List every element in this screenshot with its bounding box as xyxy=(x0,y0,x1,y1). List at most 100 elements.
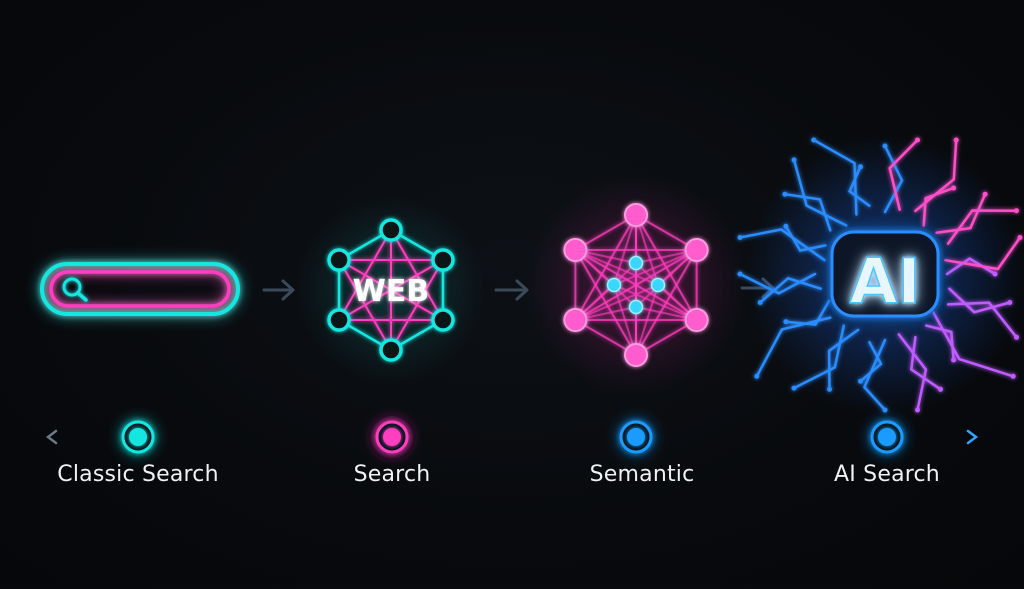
ai-trace xyxy=(784,299,831,326)
ai-trace xyxy=(827,328,860,391)
ai-trace-end xyxy=(791,385,797,391)
ai-trace-end xyxy=(915,137,920,143)
ai-trace-end xyxy=(953,137,959,143)
web-network-edges xyxy=(338,229,444,351)
ai-trace xyxy=(946,209,1018,245)
ai-trace xyxy=(738,228,826,262)
ai-trace xyxy=(784,225,827,253)
semantic-inner-node xyxy=(628,299,644,315)
stage-label-ai-search: AI Search xyxy=(834,462,940,487)
ai-trace xyxy=(909,335,942,391)
web-network-icon xyxy=(327,218,455,362)
ai-circuit-traces xyxy=(737,137,1023,413)
ai-trace xyxy=(924,324,955,362)
ai-trace xyxy=(758,276,822,304)
semantic-inner-node xyxy=(650,277,666,293)
semantic-node xyxy=(563,238,588,262)
ai-trace xyxy=(897,333,928,412)
ai-trace xyxy=(862,338,887,412)
arrow-2 xyxy=(494,279,529,301)
ai-trace xyxy=(948,287,1012,314)
ai-trace xyxy=(945,257,997,276)
web-edge xyxy=(338,259,392,351)
ai-trace xyxy=(812,138,858,216)
ai-label: AI xyxy=(849,245,920,318)
semantic-edge xyxy=(613,284,698,321)
semantic-node xyxy=(684,238,709,262)
ai-trace-end xyxy=(827,386,832,392)
semantic-edge xyxy=(613,284,637,356)
ai-trace xyxy=(859,340,883,383)
semantic-network-nodes xyxy=(563,203,709,367)
ai-trace-end xyxy=(737,235,743,240)
ai-trace-end xyxy=(992,271,998,277)
stage-label-classic-search: Classic Search xyxy=(57,462,219,487)
classic-search-bar xyxy=(40,262,240,316)
ai-trace-end xyxy=(858,378,863,384)
semantic-node xyxy=(624,203,648,227)
timeline-markers xyxy=(121,420,904,454)
stage-label-search: Search xyxy=(353,462,431,487)
timeline-left-arrowhead xyxy=(45,429,58,445)
timeline-marker-dot xyxy=(129,428,147,446)
ai-trace-end xyxy=(1014,208,1019,214)
ai-trace xyxy=(935,192,987,235)
ai-circuit-icon xyxy=(737,137,1023,413)
web-node xyxy=(327,308,351,332)
ai-trace xyxy=(922,186,955,227)
timeline-marker-dot xyxy=(383,428,401,446)
ai-trace xyxy=(944,236,1022,271)
semantic-edge xyxy=(635,249,698,308)
ai-trace-end xyxy=(1007,300,1013,305)
ai-trace-end xyxy=(757,300,763,305)
ai-trace-end xyxy=(951,357,957,363)
ai-trace xyxy=(792,158,848,227)
semantic-inner-node xyxy=(628,255,644,271)
ai-trace-end xyxy=(783,319,789,325)
ai-trace-end xyxy=(915,407,920,413)
semantic-network-icon xyxy=(563,203,709,367)
ai-trace-end xyxy=(782,191,788,197)
timeline-marker-dot xyxy=(878,428,896,446)
semantic-node xyxy=(624,343,648,367)
ai-trace-end xyxy=(858,164,863,170)
ai-trace xyxy=(946,301,1018,339)
semantic-node xyxy=(563,308,588,332)
web-node xyxy=(431,308,455,332)
ai-trace-end xyxy=(882,143,888,149)
web-node xyxy=(379,218,403,242)
timeline-marker-dot xyxy=(627,428,645,446)
web-network-nodes xyxy=(327,218,455,362)
ai-trace-end xyxy=(737,271,743,277)
ai-trace-end xyxy=(1010,373,1016,379)
ai-trace xyxy=(738,272,817,295)
web-node xyxy=(327,248,351,272)
ai-trace-end xyxy=(783,223,789,229)
arrow-1 xyxy=(262,279,295,301)
ai-trace xyxy=(932,311,1015,378)
timeline xyxy=(45,420,979,454)
ai-trace-end xyxy=(938,386,943,392)
semantic-edge xyxy=(635,284,659,356)
semantic-network-edges xyxy=(574,214,698,356)
ai-trace xyxy=(783,192,832,232)
timeline-right-arrowhead xyxy=(966,429,979,445)
web-edge xyxy=(338,259,444,321)
semantic-edge xyxy=(574,284,659,321)
ai-trace xyxy=(792,324,846,390)
ai-trace-end xyxy=(811,137,817,143)
ai-trace xyxy=(914,138,958,213)
ai-trace xyxy=(848,165,871,208)
ai-trace xyxy=(888,138,919,211)
web-label: WEB xyxy=(353,274,429,309)
semantic-edge xyxy=(574,249,637,356)
ai-trace-end xyxy=(791,157,797,163)
ai-trace xyxy=(883,144,904,214)
search-icon xyxy=(62,277,88,302)
stage-label-semantic: Semantic xyxy=(589,462,695,487)
ai-trace xyxy=(755,316,832,378)
ai-trace-end xyxy=(754,373,760,379)
ai-trace-end xyxy=(951,185,957,191)
web-node xyxy=(431,248,455,272)
